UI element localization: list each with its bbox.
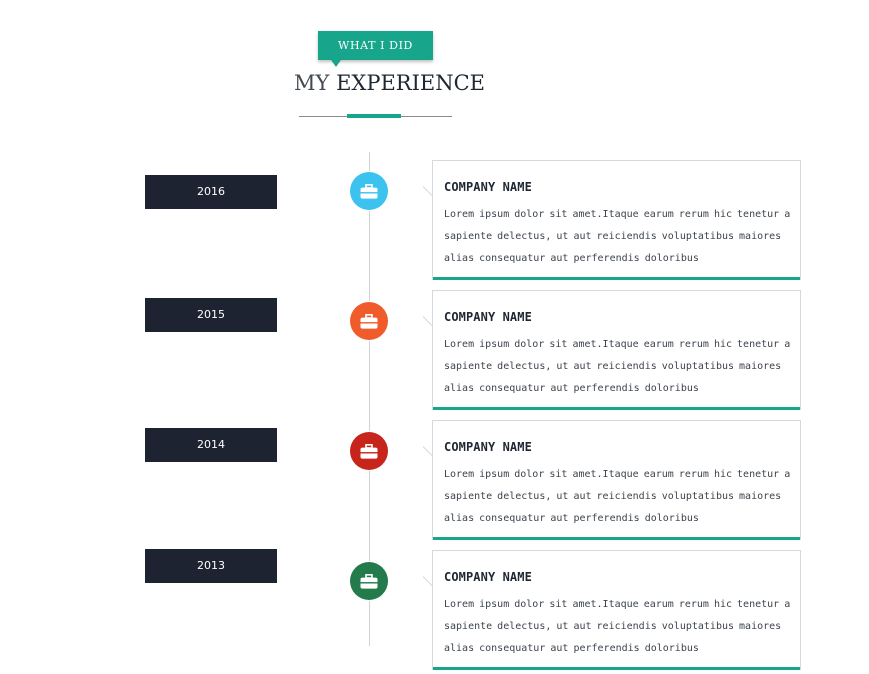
experience-card: COMPANY NAME Lorem ipsum dolor sit amet.… xyxy=(432,420,801,540)
company-description: Lorem ipsum dolor sit amet.Itaque earum … xyxy=(444,209,791,264)
page-title-light: MY xyxy=(294,71,330,95)
year-badge: 2013 xyxy=(145,549,277,583)
company-name: COMPANY NAME xyxy=(444,440,532,454)
briefcase-icon xyxy=(360,443,378,459)
timeline-node xyxy=(350,302,388,340)
briefcase-icon xyxy=(360,573,378,589)
timeline-axis xyxy=(369,152,370,646)
experience-card: COMPANY NAME Lorem ipsum dolor sit amet.… xyxy=(432,550,801,670)
section-tag: WHAT I DID xyxy=(318,31,433,60)
year-badge: 2014 xyxy=(145,428,277,462)
title-divider-accent xyxy=(347,114,401,118)
company-description: Lorem ipsum dolor sit amet.Itaque earum … xyxy=(444,339,791,394)
timeline-entry: 2016 COMPANY NAME Lorem ipsum dolor sit … xyxy=(0,160,869,284)
page-title-strong: EXPERIENCE xyxy=(336,71,486,95)
experience-card: COMPANY NAME Lorem ipsum dolor sit amet.… xyxy=(432,160,801,280)
company-description: Lorem ipsum dolor sit amet.Itaque earum … xyxy=(444,599,791,654)
company-name: COMPANY NAME xyxy=(444,180,532,194)
company-name: COMPANY NAME xyxy=(444,310,532,324)
timeline-node xyxy=(350,562,388,600)
company-description: Lorem ipsum dolor sit amet.Itaque earum … xyxy=(444,469,791,524)
timeline-node xyxy=(350,172,388,210)
timeline-entry: 2015 COMPANY NAME Lorem ipsum dolor sit … xyxy=(0,290,869,414)
card-accent-bar xyxy=(433,407,800,410)
company-name: COMPANY NAME xyxy=(444,570,532,584)
year-badge: 2015 xyxy=(145,298,277,332)
timeline-node xyxy=(350,432,388,470)
page-title: MY EXPERIENCE xyxy=(294,68,485,98)
briefcase-icon xyxy=(360,313,378,329)
experience-card: COMPANY NAME Lorem ipsum dolor sit amet.… xyxy=(432,290,801,410)
card-accent-bar xyxy=(433,537,800,540)
card-accent-bar xyxy=(433,667,800,670)
timeline-entry: 2013 COMPANY NAME Lorem ipsum dolor sit … xyxy=(0,549,869,674)
briefcase-icon xyxy=(360,183,378,199)
timeline-entry: 2014 COMPANY NAME Lorem ipsum dolor sit … xyxy=(0,420,869,544)
year-badge: 2016 xyxy=(145,175,277,209)
section-tag-pointer xyxy=(331,60,341,67)
card-accent-bar xyxy=(433,277,800,280)
